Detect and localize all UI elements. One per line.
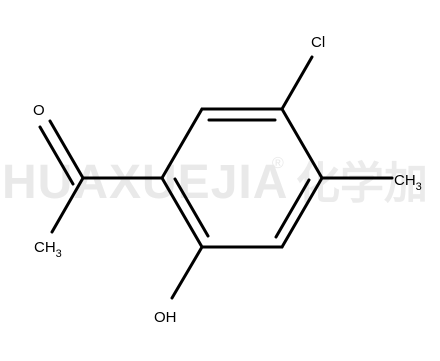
ring-methyl-subscript: 3 [416,181,422,193]
watermark-registered-mark: ® [272,155,284,172]
bond-ring-to-chlorine [280,55,314,111]
ring-bond-lower-left [160,176,204,249]
acetyl-methyl-subscript: 3 [56,248,62,260]
bond-carbonyl-inner [38,125,75,186]
watermark-latin: HUAXUEJIA [2,156,288,209]
ring-bond-upper-right [280,107,324,180]
carbonyl-oxygen-label: O [33,102,45,119]
ring-double-bond-right-inner [274,178,311,239]
bond-carbonyl-to-methyl [50,176,85,234]
ring-bond-upper-left [160,107,204,180]
ring-bond-lower-right [280,176,324,249]
acetyl-methyl-label: CH3 [34,239,62,260]
atom-labels: Cl CH3 O CH3 OH [33,34,422,326]
substituent-bonds [38,55,394,300]
ring-double-bond-left-inner [173,177,210,238]
hydroxyl-label: OH [154,309,177,326]
chlorine-label: Cl [311,34,325,51]
ring-methyl-label: CH3 [394,172,422,193]
acetyl-methyl-main: CH [34,239,56,256]
bond-carbonyl-outer [48,119,85,180]
ring-methyl-main: CH [394,172,416,189]
bond-ring-to-hydroxyl [170,245,204,300]
watermark: HUAXUEJIA ® 化学加 [2,155,428,209]
benzene-ring [160,107,324,249]
